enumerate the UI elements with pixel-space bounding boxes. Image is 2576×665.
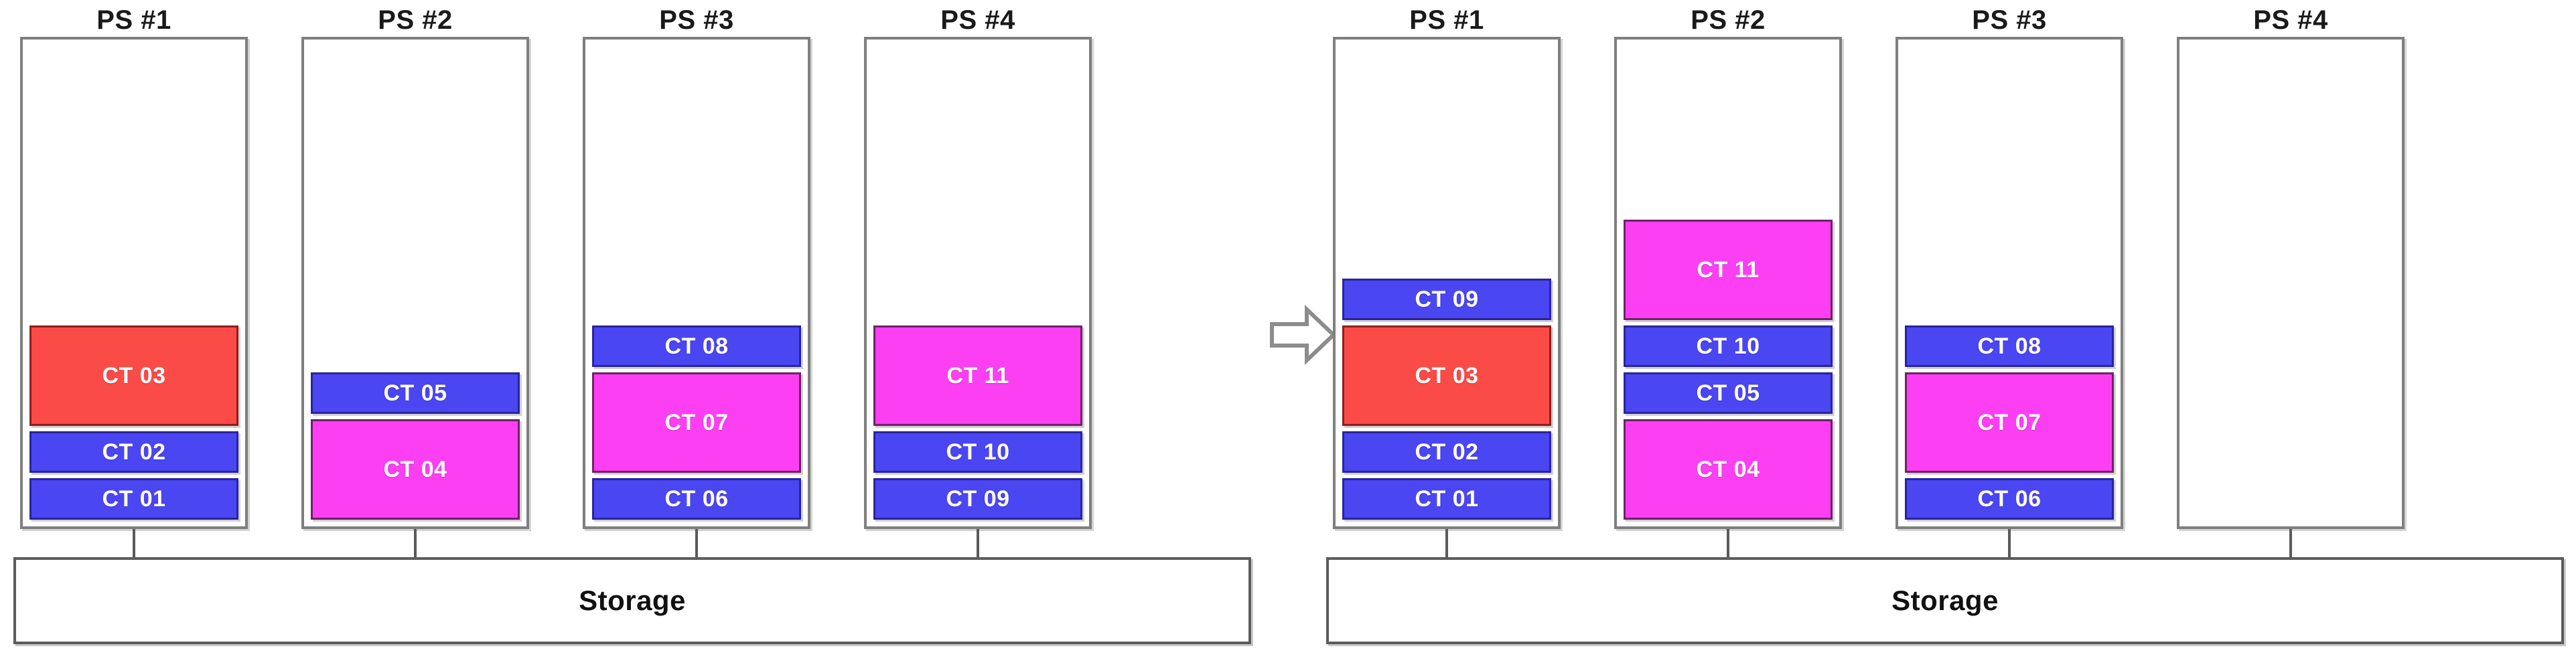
storage-connector-line [2008,529,2011,557]
right-arrow-icon [1268,300,1338,370]
ps-container-stack: CT 09 CT 10 CT 11 [867,40,1089,526]
container-label: CT 07 [1977,409,2042,435]
container-block[interactable]: CT 09 [873,478,1082,520]
container-block[interactable]: CT 07 [592,372,801,473]
container-label: CT 02 [1415,439,1479,465]
ps-title: PS #3 [659,5,734,35]
container-label: CT 02 [102,439,166,465]
container-label: CT 01 [1415,486,1479,512]
storage-connector-line [1727,529,1729,557]
storage-box[interactable]: Storage [1326,557,2564,644]
panel-after: PS #1 CT 01 CT 02 CT 03 CT 09 PS #2 CT 04 CT 05… [1326,0,2576,665]
container-block[interactable]: CT 02 [1342,431,1551,473]
ps-container-stack [2179,40,2402,526]
ps-box[interactable]: CT 06 CT 07 CT 08 [1895,37,2123,529]
container-block[interactable]: CT 04 [311,419,520,520]
container-block[interactable]: CT 01 [29,478,238,520]
ps-title: PS #3 [1972,5,2047,35]
storage-connector-line [414,529,417,557]
storage-label: Storage [579,585,686,616]
ps-box[interactable]: CT 01 CT 02 CT 03 [20,37,248,529]
container-block[interactable]: CT 10 [1624,325,1833,367]
container-block[interactable]: CT 11 [1624,220,1833,320]
ps-container-stack: CT 01 CT 02 CT 03 CT 09 [1336,40,1558,526]
container-block[interactable]: CT 10 [873,431,1082,473]
ps-container-stack: CT 06 CT 07 CT 08 [585,40,808,526]
container-block[interactable]: CT 03 [29,325,238,426]
ps-container-stack: CT 06 CT 07 CT 08 [1898,40,2121,526]
storage-box[interactable]: Storage [13,557,1251,644]
ps-box[interactable]: CT 04 CT 05 CT 10 CT 11 [1614,37,1842,529]
container-label: CT 06 [664,486,729,512]
container-block[interactable]: CT 04 [1624,419,1833,520]
storage-connector-line [133,529,135,557]
ps-title: PS #4 [940,5,1015,35]
storage-connector-line [1445,529,1448,557]
container-label: CT 08 [664,333,729,359]
ps-container-stack: CT 04 CT 05 CT 10 CT 11 [1617,40,1839,526]
container-block[interactable]: CT 08 [592,325,801,367]
container-label: CT 11 [1697,256,1760,283]
container-label: CT 10 [1696,333,1760,359]
container-label: CT 09 [1415,286,1479,312]
ps-title: PS #4 [2253,5,2328,35]
container-block[interactable]: CT 03 [1342,325,1551,426]
container-label: CT 04 [383,456,447,482]
ps-box[interactable]: CT 04 CT 05 [301,37,529,529]
container-block[interactable]: CT 01 [1342,478,1551,520]
storage-connector-line [695,529,698,557]
ps-title: PS #2 [378,5,453,35]
container-label: CT 07 [664,409,729,435]
ps-title: PS #2 [1691,5,1766,35]
container-label: CT 04 [1696,456,1760,482]
ps-box[interactable]: CT 01 CT 02 CT 03 CT 09 [1333,37,1561,529]
ps-title: PS #1 [1409,5,1484,35]
ps-box[interactable]: CT 06 CT 07 CT 08 [583,37,810,529]
container-label: CT 03 [1415,362,1479,388]
container-label: CT 03 [102,362,166,388]
ps-container-stack: CT 04 CT 05 [304,40,526,526]
panel-before: PS #1 CT 01 CT 02 CT 03 PS #2 CT 04 CT 05 PS #3… [13,0,1273,665]
storage-connector-line [2289,529,2292,557]
container-block[interactable]: CT 08 [1905,325,2114,367]
container-label: CT 05 [1696,380,1760,406]
container-label: CT 08 [1977,333,2042,359]
container-block[interactable]: CT 09 [1342,279,1551,320]
ps-box[interactable]: CT 09 CT 10 CT 11 [864,37,1092,529]
container-label: CT 09 [946,486,1010,512]
container-block[interactable]: CT 06 [1905,478,2114,520]
ps-box[interactable] [2177,37,2405,529]
container-block[interactable]: CT 05 [311,372,520,414]
container-block[interactable]: CT 11 [873,325,1082,426]
ps-container-stack: CT 01 CT 02 CT 03 [23,40,245,526]
container-block[interactable]: CT 05 [1624,372,1833,414]
container-block[interactable]: CT 06 [592,478,801,520]
storage-label: Storage [1891,585,1999,616]
container-block[interactable]: CT 02 [29,431,238,473]
container-label: CT 05 [383,380,447,406]
container-label: CT 11 [946,362,1009,388]
storage-connector-line [977,529,979,557]
container-label: CT 01 [102,486,166,512]
ps-title: PS #1 [96,5,171,35]
container-label: CT 06 [1977,486,2042,512]
container-block[interactable]: CT 07 [1905,372,2114,473]
container-label: CT 10 [946,439,1010,465]
